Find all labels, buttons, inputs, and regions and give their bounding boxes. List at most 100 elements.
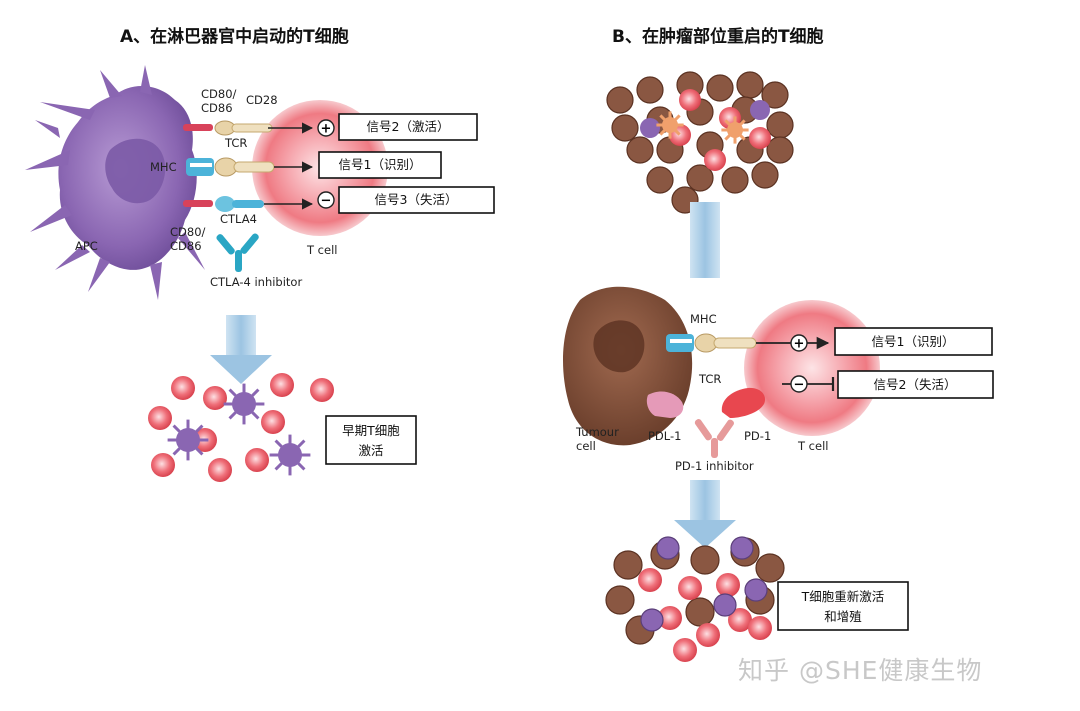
pdl1-label: PDL-1	[648, 429, 681, 443]
ctla4-inhibitor-icon	[216, 233, 259, 272]
tumour-small-cell	[685, 597, 715, 627]
tumour-small-cell	[605, 585, 635, 615]
signal-1-recognition-box: 信号1（识别）	[318, 151, 442, 179]
svg-text:信号3（失活）: 信号3（失活）	[375, 192, 458, 207]
pd1-receptor	[721, 387, 766, 418]
small-t-cell	[728, 608, 752, 632]
svg-text:信号1（识别）: 信号1（识别）	[872, 334, 955, 349]
tumour-label-line1: Tumour	[575, 425, 619, 439]
cd28-label: CD28	[246, 93, 278, 107]
tumour-small-cell	[613, 550, 643, 580]
small-t-cell	[638, 568, 662, 592]
svg-text:信号2（激活）: 信号2（激活）	[367, 119, 450, 134]
small-apc-cell	[640, 608, 664, 632]
mhc-tcr-pair	[186, 157, 275, 177]
cd80-bottom-line2: CD86	[170, 239, 202, 253]
small-apc-cell	[223, 383, 265, 425]
t-cell-a-label: T cell	[306, 243, 337, 257]
small-t-cell	[171, 376, 195, 400]
pdl1-ligand	[646, 391, 684, 418]
small-apc-cell	[750, 100, 770, 120]
tumour-small-cell	[606, 86, 634, 114]
mhc-label-b: MHC	[690, 312, 717, 326]
mhc-label: MHC	[150, 160, 177, 174]
cd80-top-line1: CD80/	[201, 87, 237, 101]
tumour-cluster	[606, 71, 794, 214]
small-t-cell	[658, 606, 682, 630]
panel-b-title: B、在肿瘤部位重启的T细胞	[612, 27, 824, 47]
down-arrow-a	[210, 315, 272, 384]
tumour-small-cell	[755, 553, 785, 583]
tumour-small-cell	[706, 74, 734, 102]
minus-icon-a: −	[317, 191, 335, 209]
svg-text:早期T细胞: 早期T细胞	[342, 423, 400, 438]
early-activation-box: 早期T细胞 激活	[325, 415, 417, 465]
tumour-small-cell	[721, 166, 749, 194]
tumour-small-cell	[611, 114, 639, 142]
small-apc-cell	[730, 536, 754, 560]
svg-text:+: +	[794, 337, 805, 352]
small-apc-cell	[269, 434, 311, 476]
down-arrow-b	[674, 480, 736, 548]
watermark-text: 知乎 @SHE健康生物	[738, 656, 983, 685]
tcr-label-a: TCR	[224, 136, 247, 150]
small-t-cell	[696, 623, 720, 647]
reactivation-cluster	[605, 536, 785, 662]
cd80-bottom-line1: CD80/	[170, 225, 206, 239]
small-t-cell	[203, 386, 227, 410]
tcr-label-b: TCR	[698, 372, 721, 386]
tumour-label-line2: cell	[576, 439, 596, 453]
small-t-cell	[716, 573, 740, 597]
tumour-small-cell	[690, 545, 720, 575]
signal-3-inactivation-box: 信号3（失活）	[338, 186, 495, 214]
cd80-cd28-pair	[183, 120, 273, 136]
svg-text:−: −	[321, 194, 332, 209]
small-t-cell	[148, 406, 172, 430]
signal-1-recognition-box-b: 信号1（识别）	[834, 327, 993, 356]
mhc-tcr-pair-b	[666, 333, 757, 353]
signal-2-inactivation-box-b: 信号2（失活）	[837, 370, 994, 399]
small-apc-cell	[713, 593, 737, 617]
small-t-cell	[749, 127, 771, 149]
small-apc-cell	[744, 578, 768, 602]
tumour-small-cell	[766, 136, 794, 164]
tumour-cell	[563, 286, 693, 446]
cd80-ctla4-pair	[183, 196, 264, 212]
small-t-cell	[678, 576, 702, 600]
tumour-small-cell	[736, 71, 764, 99]
small-apc-cell	[640, 118, 660, 138]
small-t-cell	[673, 638, 697, 662]
tumour-small-cell	[766, 111, 794, 139]
ctla4-inhibitor-label: CTLA-4 inhibitor	[210, 275, 302, 289]
small-t-cell	[270, 373, 294, 397]
small-t-cell	[208, 458, 232, 482]
apc-label: APC	[75, 239, 98, 253]
svg-text:激活: 激活	[358, 443, 383, 458]
small-t-cell	[261, 410, 285, 434]
plus-icon-a: +	[317, 119, 335, 137]
svg-text:T细胞重新激活: T细胞重新激活	[801, 589, 885, 604]
early-activation-cluster	[148, 373, 334, 482]
plus-icon-b: +	[790, 334, 808, 352]
reactivation-box: T细胞重新激活 和增殖	[777, 581, 909, 631]
tumour-small-cell	[646, 166, 674, 194]
tumour-star-cell	[721, 116, 749, 144]
small-t-cell	[679, 89, 701, 111]
tumour-small-cell	[686, 164, 714, 192]
tumour-star-cell	[656, 111, 684, 139]
minus-icon-b: −	[790, 375, 808, 393]
tumour-small-cell	[626, 136, 654, 164]
tumour-small-cell	[636, 76, 664, 104]
svg-text:和增殖: 和增殖	[824, 609, 862, 624]
svg-text:−: −	[794, 378, 805, 393]
cd80-top-line2: CD86	[201, 101, 233, 115]
t-cell-b	[744, 300, 880, 436]
ctla4-label: CTLA4	[220, 212, 257, 226]
pd1-inhibitor-icon	[694, 419, 734, 458]
small-t-cell	[704, 149, 726, 171]
pd1-inhibitor-label: PD-1 inhibitor	[675, 459, 754, 473]
small-t-cell	[748, 616, 772, 640]
tumour-small-cell	[761, 81, 789, 109]
small-apc-cell	[167, 419, 209, 461]
